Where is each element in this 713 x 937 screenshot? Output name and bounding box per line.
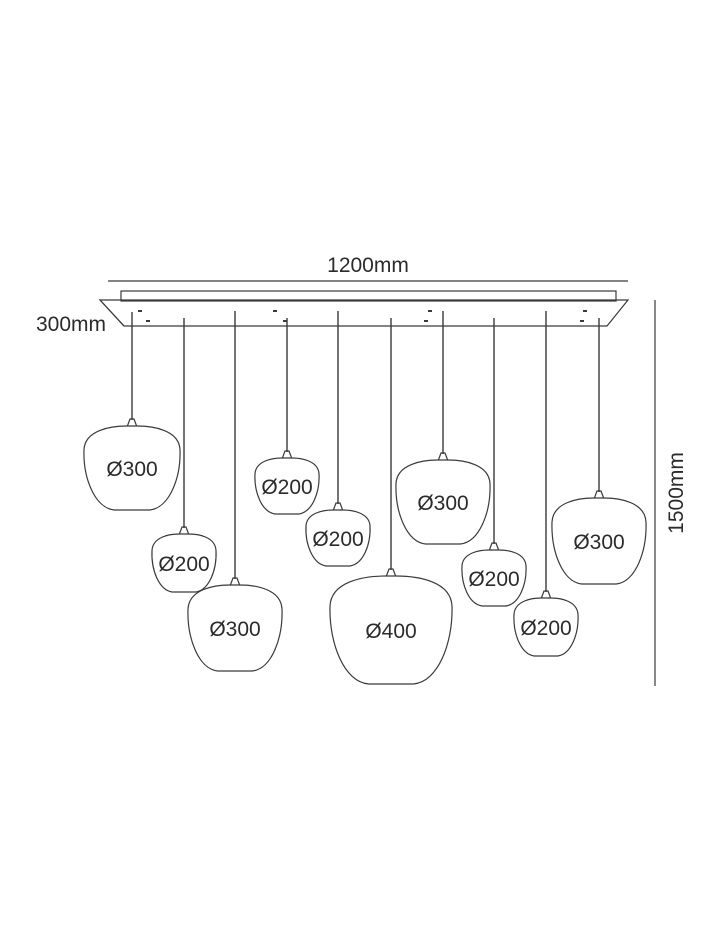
mounting-points bbox=[138, 310, 587, 322]
depth-label: 300mm bbox=[36, 313, 106, 336]
pendant: Ø200 bbox=[151, 318, 217, 593]
pendant-shade bbox=[254, 457, 320, 515]
depth-dimension-line bbox=[99, 299, 125, 327]
pendant-shade bbox=[83, 425, 181, 511]
pendant-shade bbox=[551, 497, 647, 585]
pendant: Ø300 bbox=[551, 318, 647, 585]
pendant-size-label: Ø200 bbox=[261, 476, 312, 499]
pendant-size-label: Ø200 bbox=[468, 568, 519, 591]
pendant-size-label: Ø300 bbox=[209, 618, 260, 641]
pendant: Ø200 bbox=[305, 311, 371, 567]
pendant-shade bbox=[151, 533, 217, 593]
pendant-size-label: Ø200 bbox=[312, 528, 363, 551]
pendant: Ø300 bbox=[83, 312, 181, 511]
pendant-size-label: Ø200 bbox=[158, 553, 209, 576]
pendant: Ø200 bbox=[513, 311, 579, 657]
canopy-base bbox=[120, 290, 617, 302]
pendant-shade bbox=[513, 597, 579, 657]
pendant-shade bbox=[395, 459, 491, 545]
pendant: Ø400 bbox=[329, 318, 453, 685]
pendant-shade bbox=[329, 575, 453, 685]
pendant-shade bbox=[187, 584, 283, 672]
height-label: 1500mm bbox=[665, 452, 688, 534]
pendant-size-label: Ø300 bbox=[106, 458, 157, 481]
width-dimension: 1200mm bbox=[108, 254, 628, 282]
width-label: 1200mm bbox=[327, 254, 409, 277]
pendant: Ø300 bbox=[395, 311, 491, 545]
pendant: Ø200 bbox=[254, 318, 320, 515]
canopy-plate-outline bbox=[98, 299, 630, 327]
pendant-shade bbox=[461, 549, 527, 607]
pendant-size-label: Ø300 bbox=[573, 531, 624, 554]
pendant-size-label: Ø200 bbox=[520, 617, 571, 640]
height-dimension: 1500mm bbox=[654, 300, 688, 686]
pendant: Ø300 bbox=[187, 311, 283, 672]
pendant-shade bbox=[305, 509, 371, 567]
canopy-plate bbox=[98, 290, 630, 327]
pendant: Ø200 bbox=[461, 318, 527, 607]
pendant-size-label: Ø400 bbox=[365, 620, 416, 643]
pendant-size-label: Ø300 bbox=[417, 492, 468, 515]
depth-dimension: 300mm bbox=[36, 299, 125, 336]
